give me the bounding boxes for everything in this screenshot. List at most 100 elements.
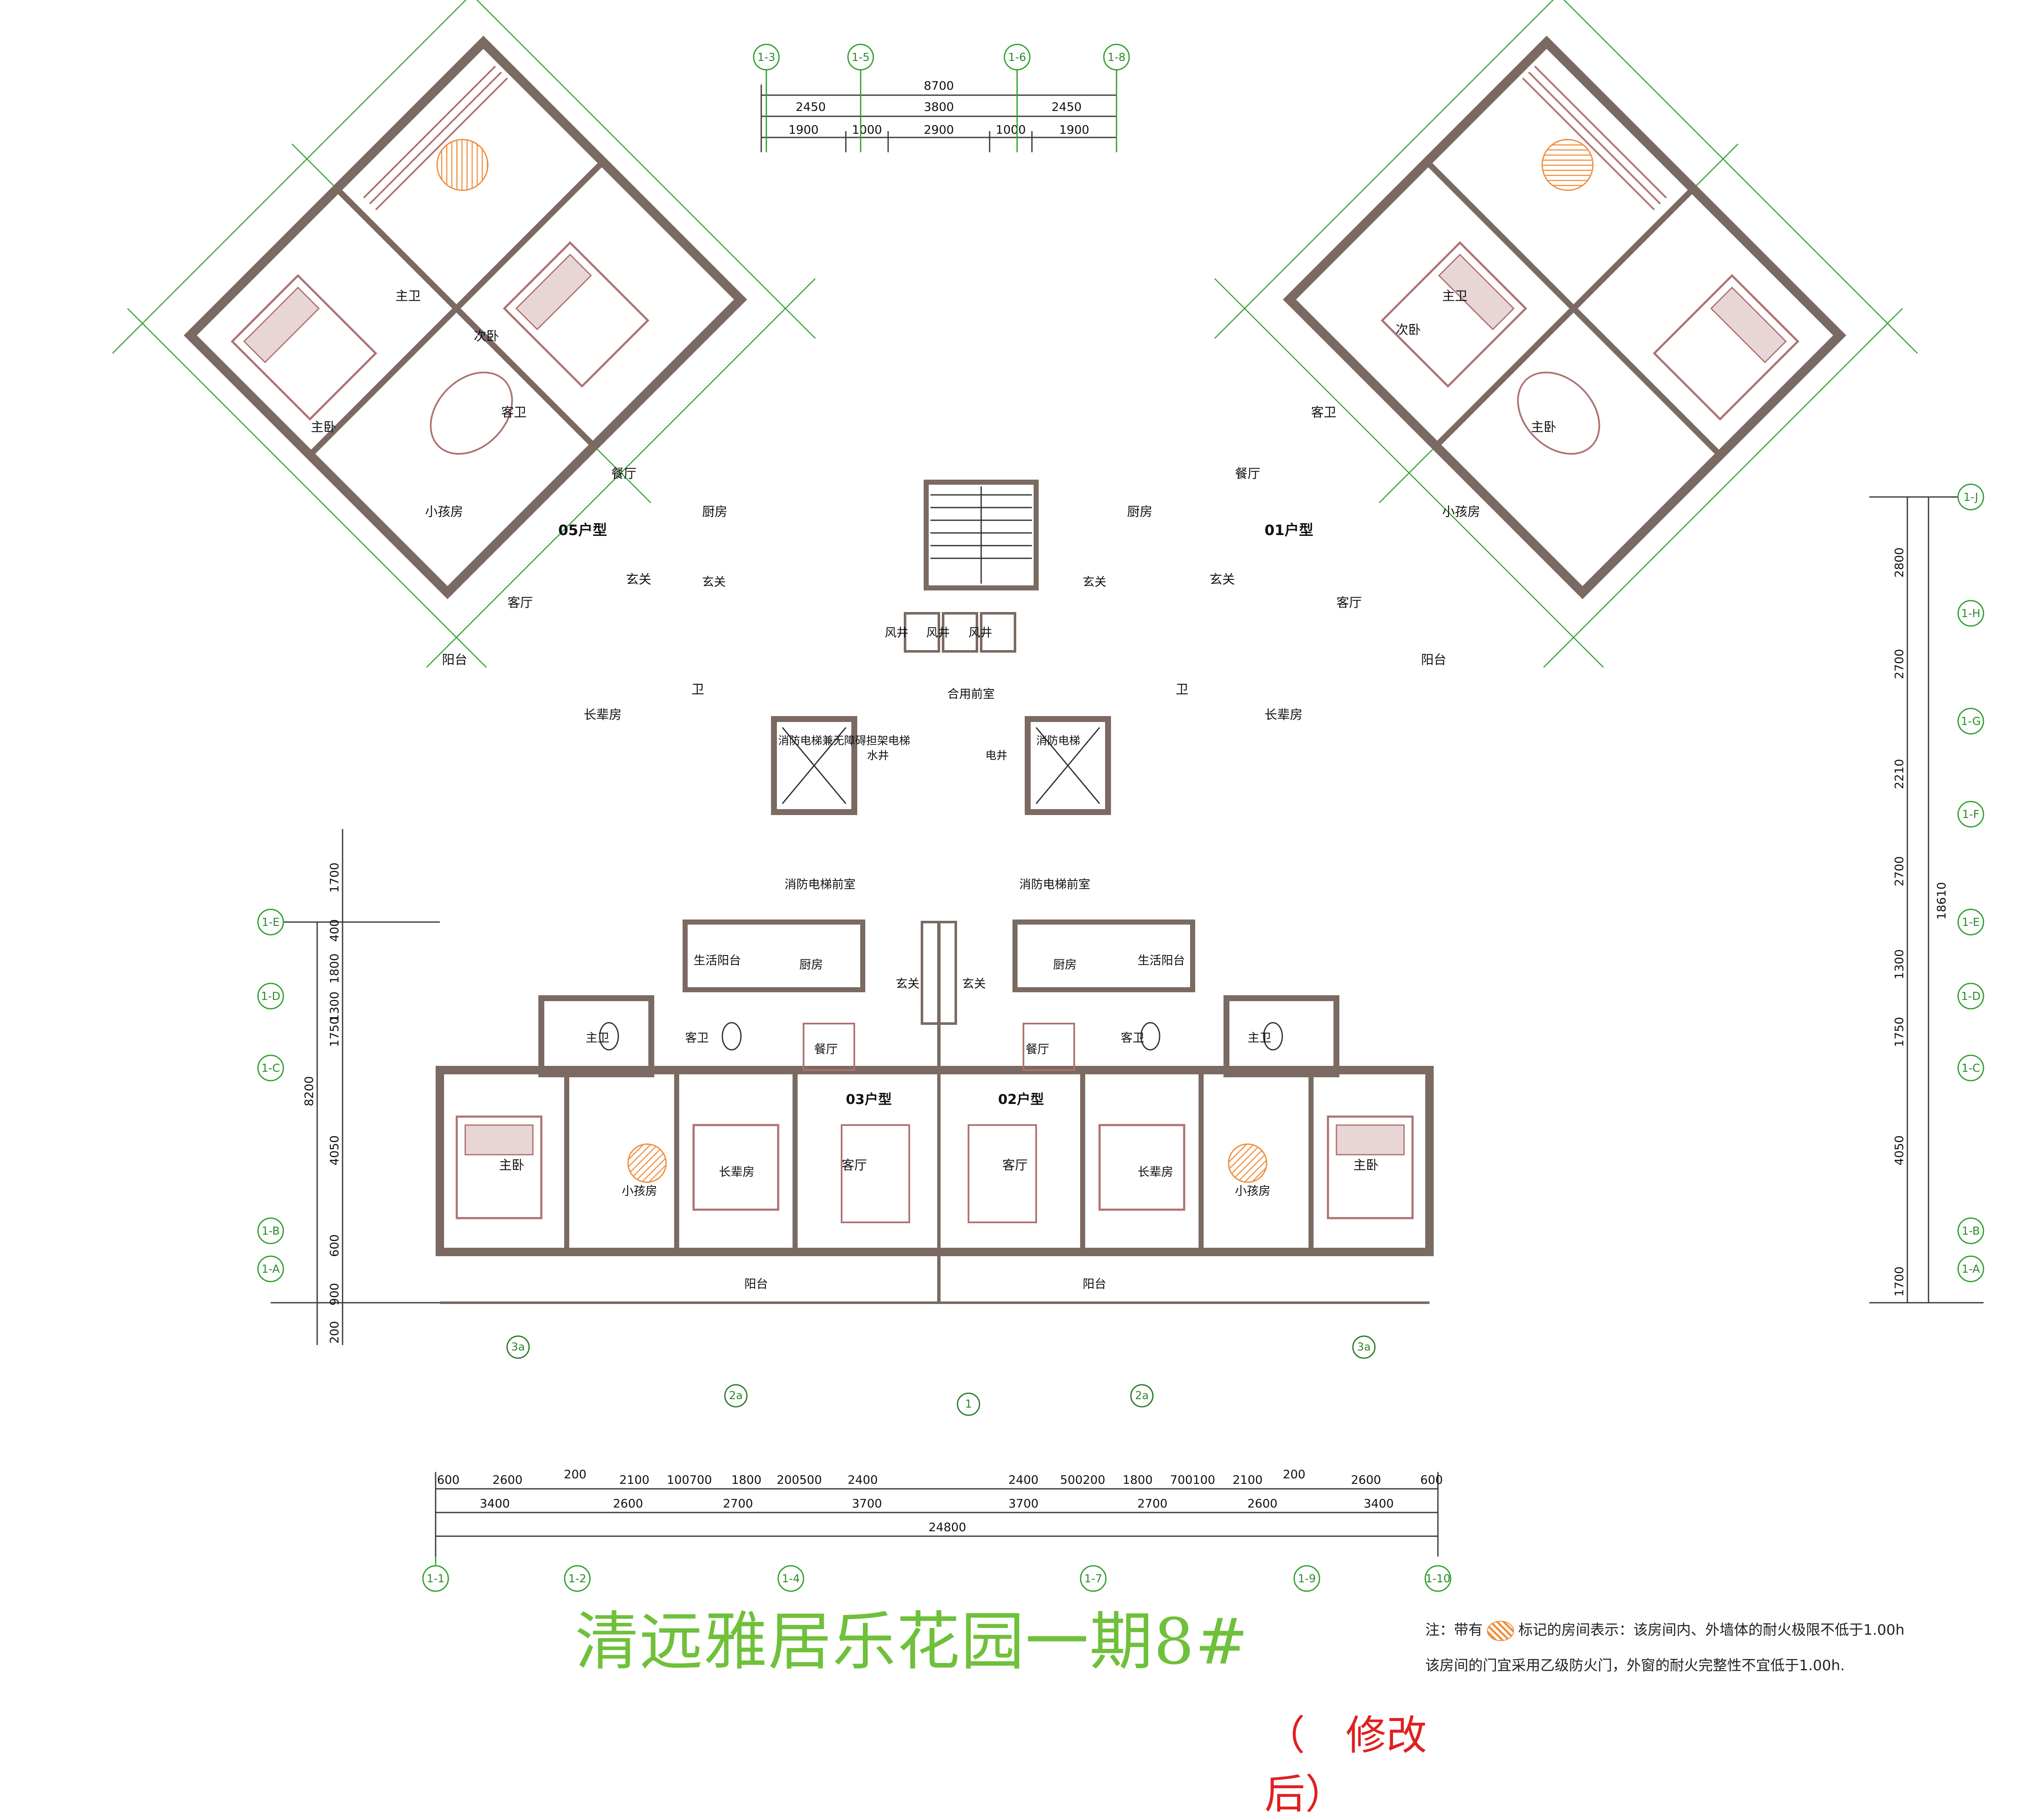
svg-text:次卧: 次卧 (1396, 323, 1421, 338)
svg-text:1800: 1800 (1122, 1473, 1152, 1487)
svg-text:1750: 1750 (327, 1017, 341, 1047)
svg-text:客卫: 客卫 (1311, 405, 1336, 420)
fire-door-note: 该房间的门宜采用乙级防火门，外窗的耐火完整性不宜低于1.00h. (1425, 1657, 1845, 1674)
svg-text:1-3: 1-3 (757, 51, 775, 64)
svg-text:2a: 2a (1135, 1389, 1149, 1402)
svg-text:600: 600 (1420, 1473, 1443, 1487)
svg-text:1-D: 1-D (1961, 990, 1981, 1003)
svg-text:2600: 2600 (1351, 1473, 1381, 1487)
left-dimensions (271, 829, 440, 1345)
toilet-icon (1263, 1022, 1283, 1051)
stair-icon (930, 486, 1032, 584)
bed-icon (692, 1124, 779, 1211)
svg-text:1-C: 1-C (261, 1062, 280, 1075)
svg-text:小孩房: 小孩房 (622, 1184, 657, 1198)
svg-text:200: 200 (1283, 1467, 1305, 1481)
top-axis-bubbles (753, 44, 1130, 152)
svg-text:玄关: 玄关 (702, 575, 726, 589)
svg-text:主卧: 主卧 (311, 420, 336, 435)
svg-text:卫: 卫 (691, 682, 704, 697)
bottom-dimensions (435, 1472, 1439, 1556)
svg-text:客厅: 客厅 (842, 1158, 867, 1173)
svg-text:2100: 2100 (1232, 1473, 1262, 1487)
svg-text:客卫: 客卫 (1121, 1031, 1144, 1045)
svg-text:1-2: 1-2 (568, 1573, 586, 1585)
left-wing (112, 0, 816, 668)
svg-text:2700: 2700 (723, 1496, 753, 1510)
svg-text:客卫: 客卫 (685, 1031, 709, 1045)
svg-text:玄关: 玄关 (1083, 575, 1106, 589)
bottom-row1-dims: 3400 2600 2700 3700 3700 2700 2600 3400 (480, 1496, 1394, 1510)
svg-text:200500: 200500 (777, 1473, 822, 1487)
svg-text:消防电梯兼无障碍担架电梯: 消防电梯兼无障碍担架电梯 (778, 735, 910, 747)
svg-text:1-E: 1-E (1962, 916, 1980, 929)
svg-text:消防电梯: 消防电梯 (1036, 735, 1080, 747)
toilet-icon (721, 1022, 742, 1051)
fire-hatch-icon (1487, 1620, 1514, 1641)
right-axis-bubbles (1957, 483, 1984, 1282)
elevator-icon (782, 727, 847, 804)
right-col-dims: 2800 2700 2210 2700 1300 1750 4050 1700 (1892, 547, 1906, 1296)
svg-text:1-5: 1-5 (852, 51, 870, 64)
svg-text:电井: 电井 (985, 749, 1007, 762)
right-wing (1214, 0, 1918, 668)
top-row1-dims: 2450 3800 2450 (796, 100, 1081, 114)
svg-text:1-A: 1-A (1961, 1263, 1980, 1276)
svg-text:1: 1 (965, 1398, 972, 1411)
bottom-axis-labels: 1-1 1-2 1-4 1-7 1-9 1-10 (427, 1573, 1451, 1585)
svg-text:1-6: 1-6 (1008, 51, 1026, 64)
top-axis-labels: 1-3 1-5 1-6 1-8 (757, 51, 1125, 64)
svg-text:4050: 4050 (327, 1135, 341, 1165)
svg-text:长辈房: 长辈房 (584, 708, 622, 722)
svg-text:2700: 2700 (1137, 1496, 1167, 1510)
section-marker-icon (1130, 1384, 1154, 1408)
svg-text:4050: 4050 (1892, 1135, 1906, 1165)
bottom-axis-bubbles (422, 1556, 1451, 1592)
svg-text:阳台: 阳台 (744, 1277, 768, 1291)
svg-text:主卫: 主卫 (1248, 1031, 1271, 1045)
svg-text:1-7: 1-7 (1084, 1573, 1102, 1585)
svg-text:玄关: 玄关 (626, 572, 651, 587)
svg-text:主卫: 主卫 (1442, 289, 1468, 304)
bottom-row2-dims: 600 2600 200 2100 100700 1800 200500 240… (437, 1467, 1443, 1487)
svg-text:风井: 风井 (968, 626, 992, 640)
svg-text:消防电梯前室: 消防电梯前室 (785, 877, 856, 891)
section-markers (506, 1335, 1376, 1416)
svg-text:1-G: 1-G (1961, 715, 1981, 728)
top-total-dim: 8700 (924, 79, 954, 93)
elevator-icon (1035, 727, 1100, 804)
svg-text:02户型: 02户型 (998, 1091, 1044, 1107)
svg-text:1-1: 1-1 (427, 1573, 444, 1585)
svg-text:1900: 1900 (1059, 123, 1089, 137)
svg-text:玄关: 玄关 (962, 977, 986, 991)
svg-text:2700: 2700 (1892, 856, 1906, 886)
svg-text:2800: 2800 (1892, 547, 1906, 577)
svg-text:1-10: 1-10 (1425, 1573, 1450, 1585)
svg-text:2600: 2600 (613, 1496, 643, 1510)
svg-text:厨房: 厨房 (799, 958, 823, 972)
left-wing-labels: 主卧 次卧 主卫 客卫 餐厅 厨房 小孩房 客厅 玄关 阳台 长辈房 卫 05户… (311, 289, 727, 722)
svg-text:2400: 2400 (1008, 1473, 1038, 1487)
svg-text:1-H: 1-H (1961, 607, 1980, 620)
svg-text:合用前室: 合用前室 (947, 687, 995, 701)
core-labels: 风井 风井 风井 合用前室 消防电梯兼无障碍担架电梯 消防电梯 水井 电井 消防… (702, 575, 1106, 891)
fire-rating-note: 注：带有标记的房间表示：该房间内、外墙体的耐火极限不低于1.00h (1425, 1618, 2017, 1641)
svg-text:风井: 风井 (926, 626, 950, 640)
svg-text:1000: 1000 (996, 123, 1026, 137)
svg-text:1700: 1700 (327, 862, 341, 892)
svg-text:客卫: 客卫 (501, 405, 527, 420)
toilet-icon (599, 1022, 619, 1051)
svg-text:900: 900 (327, 1283, 341, 1305)
left-axis-labels: 1-E 1-D 1-C 1-B 1-A (261, 916, 280, 1276)
svg-text:1900: 1900 (788, 123, 818, 137)
svg-text:2450: 2450 (1051, 100, 1081, 114)
svg-text:1-4: 1-4 (782, 1573, 800, 1585)
svg-text:生活阳台: 生活阳台 (694, 953, 741, 967)
svg-text:玄关: 玄关 (896, 977, 919, 991)
bottom-unit-labels: 主卧 小孩房 长辈房 客厅 客厅 长辈房 小孩房 主卧 主卫 客卫 客卫 主卫 … (499, 953, 1379, 1291)
svg-text:小孩房: 小孩房 (1442, 505, 1480, 519)
svg-text:3400: 3400 (480, 1496, 510, 1510)
bed-icon (1098, 1124, 1185, 1211)
svg-text:厨房: 厨房 (1127, 505, 1152, 519)
svg-text:03户型: 03户型 (846, 1091, 892, 1107)
